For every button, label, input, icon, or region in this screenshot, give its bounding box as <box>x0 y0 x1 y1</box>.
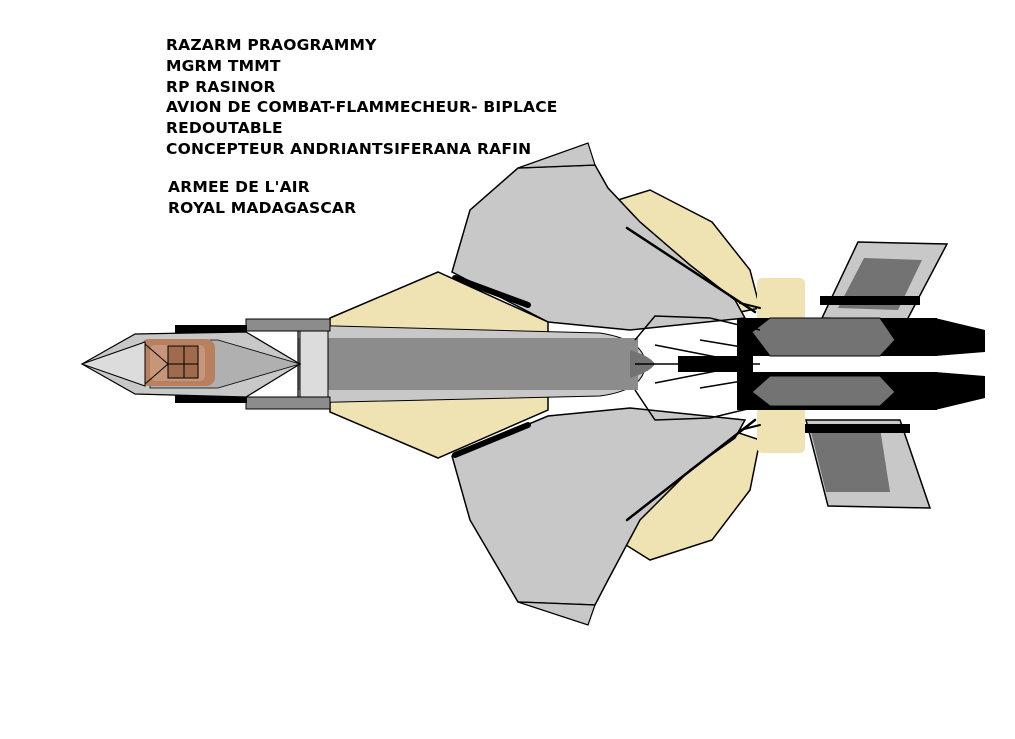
title-block: RAZARM PRAOGRAMMY MGRM TMMT RP RASINOR A… <box>166 35 558 160</box>
owner-line-force: ARMEE DE L'AIR <box>168 178 310 196</box>
lower-engine-cover <box>757 405 805 453</box>
title-line-name: REDOUTABLE <box>166 119 283 138</box>
upper-engine-cover <box>757 278 805 326</box>
lower-engine-nozzle <box>751 375 896 407</box>
engine-joint <box>678 356 753 372</box>
lower-wing <box>451 407 747 606</box>
owner-line-country: ROYAL MADAGASCAR <box>168 199 357 217</box>
title-line-model: RP RASINOR <box>166 77 276 96</box>
engines <box>737 296 985 433</box>
title-line-program: RAZARM PRAOGRAMMY <box>166 36 377 54</box>
wing-strakes <box>452 226 761 522</box>
upper-tailplane <box>820 241 949 321</box>
lower-tailplane <box>805 419 932 509</box>
upper-wing <box>451 164 747 331</box>
owner-block: ARMEE DE L'AIR ROYAL MADAGASCAR <box>168 177 356 219</box>
upper-wingtip <box>517 142 596 169</box>
nose-cone <box>80 341 146 387</box>
lower-wingtip <box>517 601 596 626</box>
fuselage-spine <box>297 324 655 404</box>
upper-engine-nozzle <box>751 317 896 357</box>
title-line-designer: CONCEPTEUR ANDRIANTSIFERANA RAFIN <box>166 139 532 158</box>
title-line-org: MGRM TMMT <box>166 56 281 75</box>
title-line-type: AVION DE COMBAT-FLAMMECHEUR- BIPLACE <box>166 98 558 117</box>
